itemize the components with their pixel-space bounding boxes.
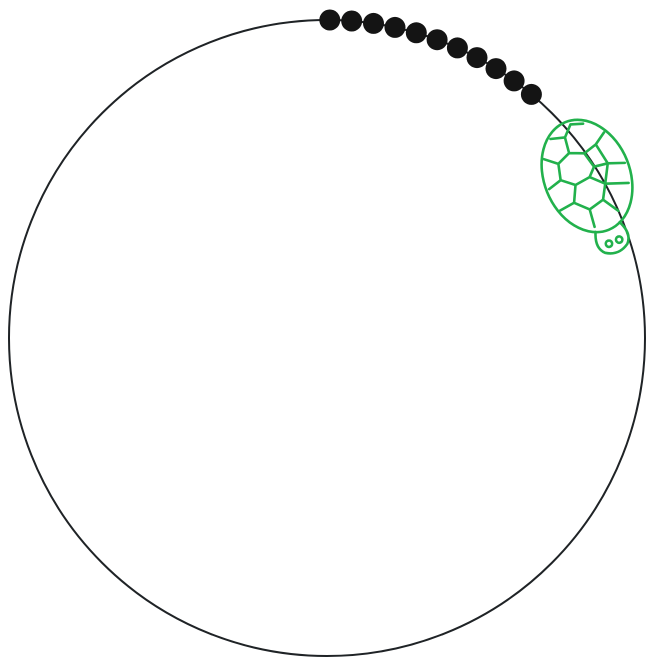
trail-dot — [427, 29, 448, 50]
trail-dot — [341, 11, 362, 32]
trail-dot — [521, 84, 542, 105]
circular-track — [9, 20, 645, 656]
turtle-eye-right — [615, 235, 623, 243]
trail-dot — [504, 70, 525, 91]
trail-dot — [385, 17, 406, 38]
trail-dot — [363, 13, 384, 34]
trail-dot — [467, 47, 488, 68]
trail-dot — [406, 22, 427, 43]
turtle-shell — [525, 106, 646, 246]
turtle-shell-plates — [530, 111, 643, 237]
dot-trail — [319, 10, 542, 105]
trail-dot — [447, 37, 468, 58]
trail-dot — [319, 10, 340, 31]
trail-dot — [486, 58, 507, 79]
turtle-icon — [525, 106, 646, 268]
turtle-eye-left — [605, 240, 613, 248]
